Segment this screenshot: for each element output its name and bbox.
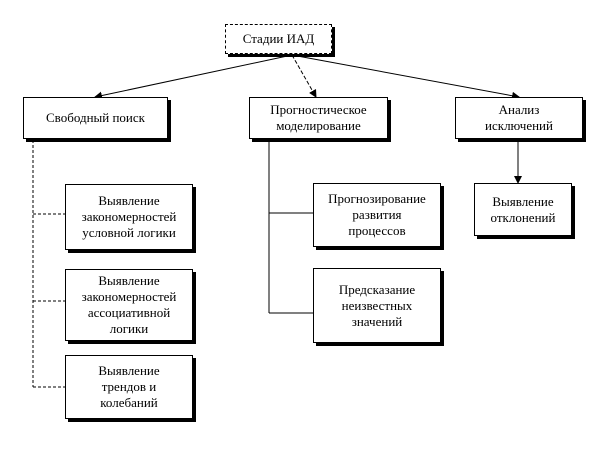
branch-prognostic-modeling: Прогностическое моделирование (249, 97, 388, 139)
child-process-forecasting: Прогнозирование развития процессов (313, 183, 441, 247)
branch-free-search: Свободный поиск (23, 97, 168, 139)
child-process-forecasting-label: Прогнозирование развития процессов (328, 191, 426, 238)
child-unknown-values-label: Предсказание неизвестных значений (338, 281, 416, 329)
child-conditional-logic-label: Выявление закономерностей условной логик… (81, 193, 177, 240)
branch-free-search-label: Свободный поиск (46, 110, 145, 125)
edge-root-to-prognostic (291, 54, 317, 98)
child-trends-oscillations-label: Выявление трендов и колебаний (98, 363, 160, 410)
edge-root-to-exceptions (291, 54, 520, 100)
child-unknown-values: Предсказание неизвестных значений (313, 268, 441, 343)
branch-prognostic-modeling-label: Прогностическое моделирование (270, 102, 367, 133)
child-associative-logic-label: Выявление закономерностей ассоциативной … (81, 273, 177, 336)
branch-exception-analysis-label: Анализ исключений (485, 102, 553, 133)
child-associative-logic: Выявление закономерностей ассоциативной … (65, 269, 193, 341)
root-node: Стадии ИАД (225, 24, 332, 54)
root-node-label: Стадии ИАД (242, 31, 315, 46)
branch-exception-analysis: Анализ исключений (455, 97, 583, 139)
child-conditional-logic: Выявление закономерностей условной логик… (65, 184, 193, 250)
child-trends-oscillations: Выявление трендов и колебаний (65, 355, 193, 419)
child-deviations-label: Выявление отклонений (490, 193, 556, 225)
edge-root-to-free-search (94, 54, 293, 100)
child-deviations: Выявление отклонений (474, 183, 572, 236)
